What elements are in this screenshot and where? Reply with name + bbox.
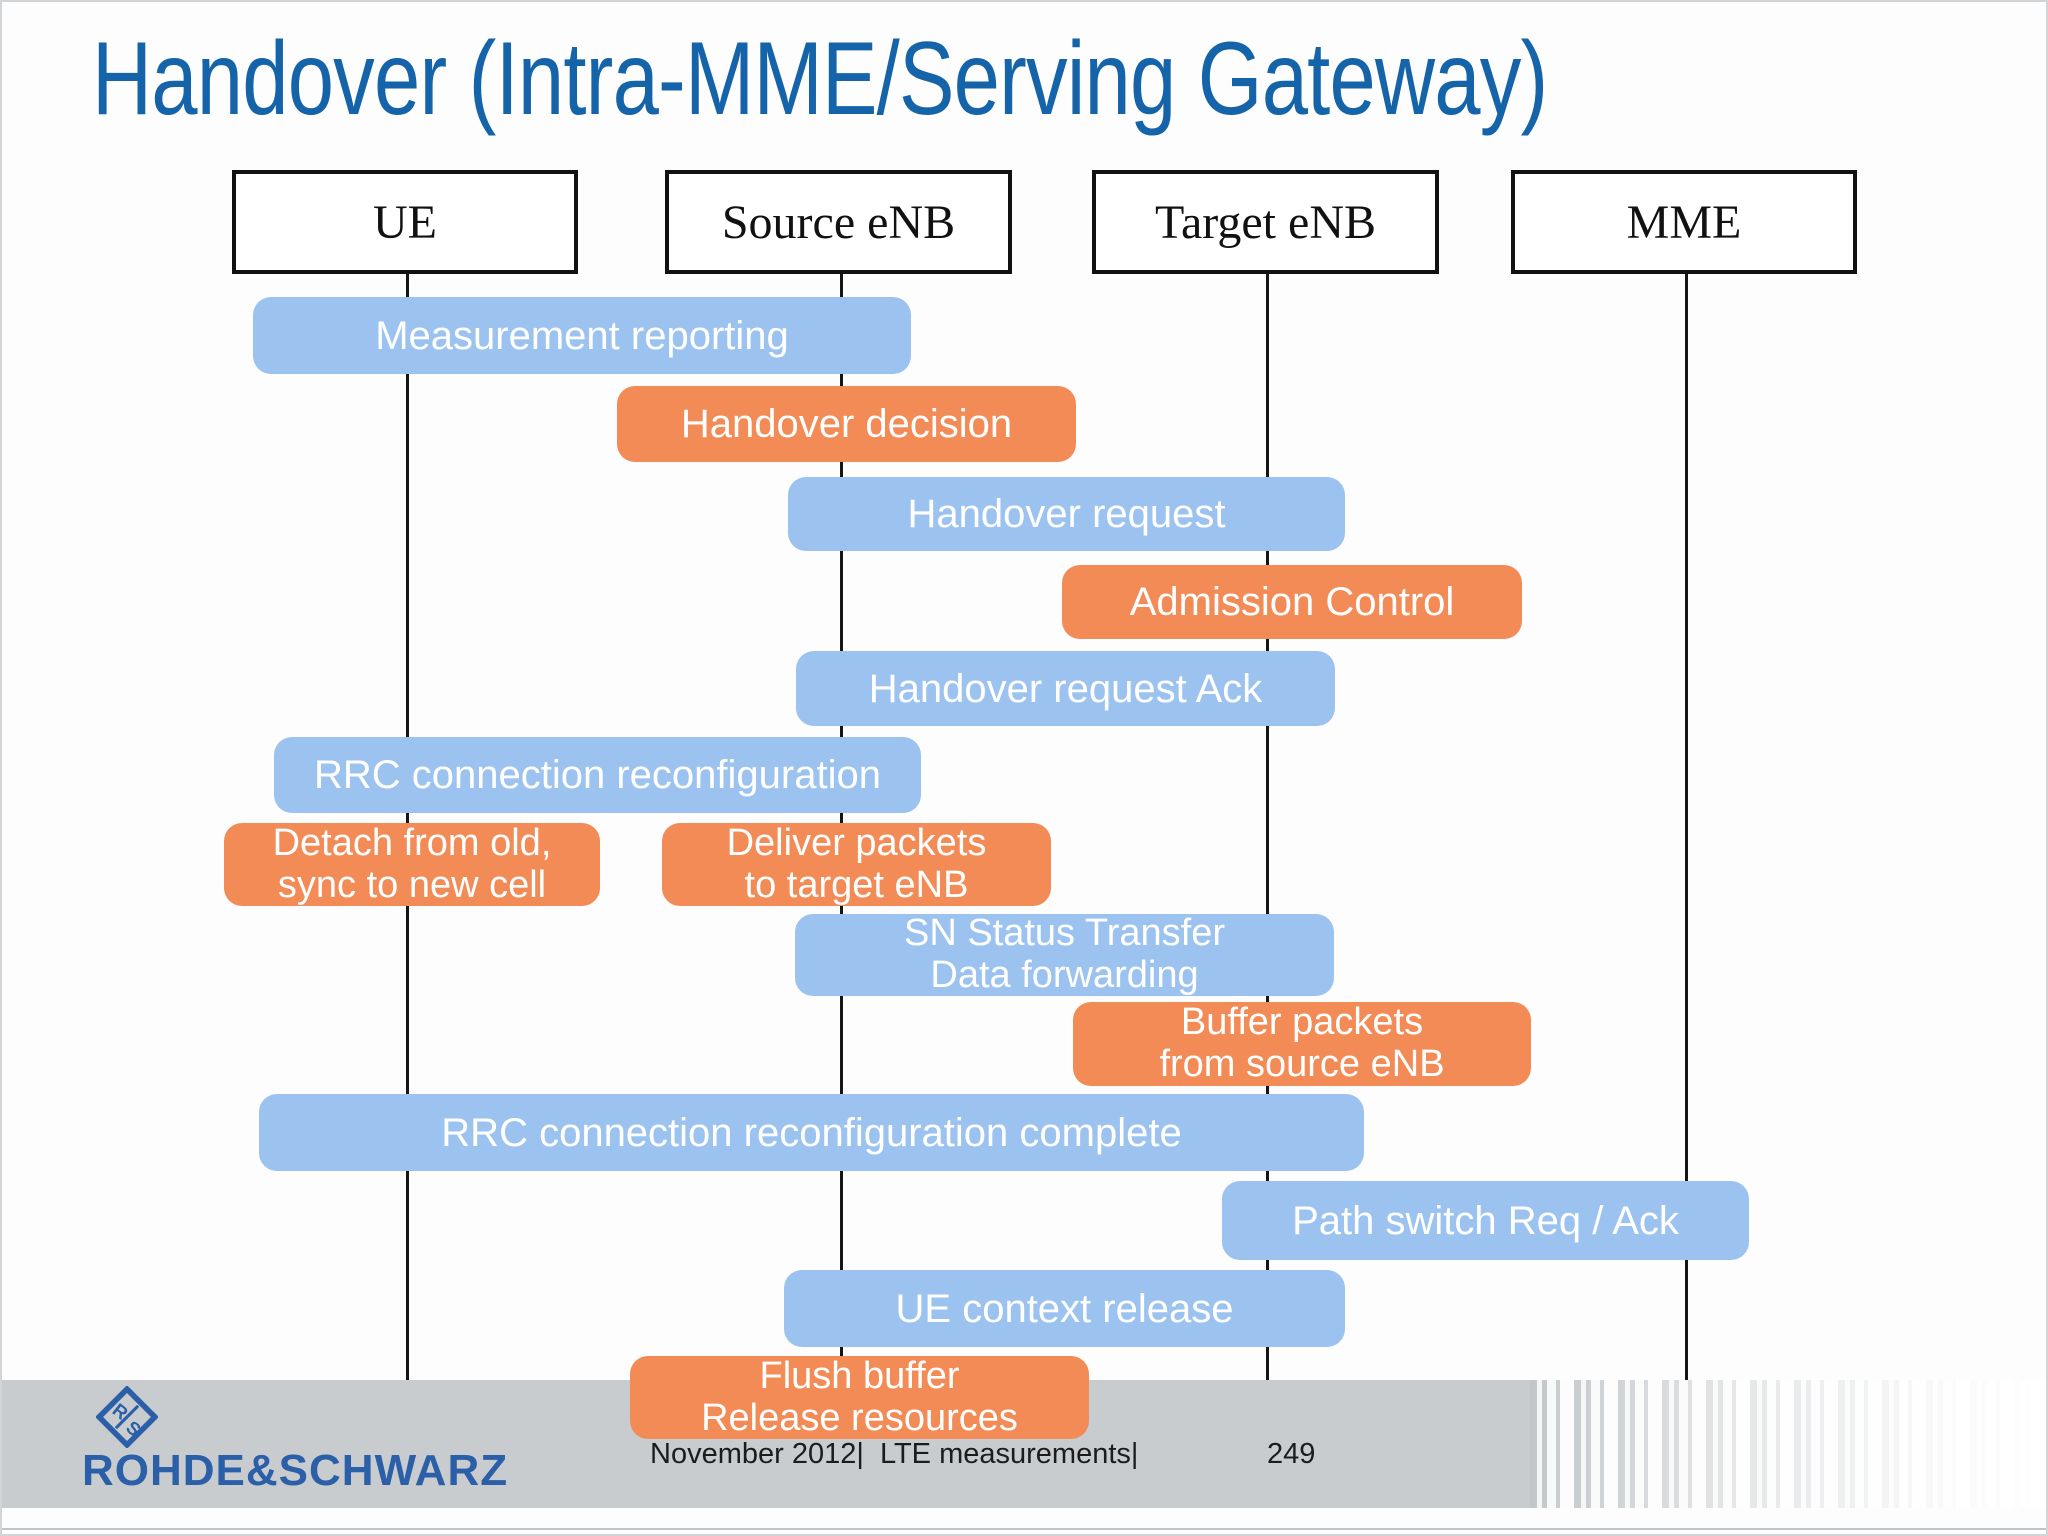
signal-box-ue-context-release: UE context release bbox=[784, 1270, 1345, 1347]
message-text-line: Data forwarding bbox=[930, 954, 1199, 996]
message-text-line: RRC connection reconfiguration bbox=[314, 753, 881, 797]
message-text-line: RRC connection reconfiguration complete bbox=[441, 1110, 1182, 1155]
action-box-handover-decision: Handover decision bbox=[617, 386, 1076, 462]
message-text-line: UE context release bbox=[895, 1286, 1234, 1331]
slide-bottom-rule bbox=[2, 1528, 2046, 1530]
actor-box-target-enb: Target eNB bbox=[1092, 170, 1439, 274]
signal-box-measurement-reporting: Measurement reporting bbox=[253, 297, 911, 374]
message-text-line: Measurement reporting bbox=[375, 313, 789, 358]
actor-box-source-enb: Source eNB bbox=[665, 170, 1012, 274]
rohde-schwarz-wordmark: ROHDE&SCHWARZ bbox=[82, 1446, 509, 1495]
message-text-line: Deliver packets bbox=[726, 821, 987, 864]
signal-box-path-switch-req-ack: Path switch Req / Ack bbox=[1222, 1181, 1749, 1260]
message-text-line: from source eNB bbox=[1159, 1043, 1445, 1085]
message-text-line: Buffer packets bbox=[1180, 1001, 1424, 1044]
message-text-line: sync to new cell bbox=[277, 863, 547, 906]
rohde-schwarz-logo: R S ROHDE&SCHWARZ bbox=[82, 1386, 508, 1496]
signal-box-handover-request: Handover request bbox=[788, 477, 1345, 551]
footer-info-text: November 2012| LTE measurements| bbox=[650, 1438, 1139, 1470]
lifeline-mme bbox=[1685, 272, 1688, 1380]
message-text-line: Handover request Ack bbox=[868, 666, 1263, 711]
message-text-line: Admission Control bbox=[1129, 580, 1455, 624]
actor-label: MME bbox=[1626, 195, 1742, 249]
message-text-line: Flush buffer bbox=[759, 1354, 960, 1397]
rohde-schwarz-diamond-icon: R S bbox=[96, 1386, 158, 1448]
message-text-line: Path switch Req / Ack bbox=[1292, 1198, 1679, 1243]
signal-box-handover-request-ack: Handover request Ack bbox=[796, 651, 1335, 726]
lifeline-target-enb bbox=[1266, 272, 1269, 1380]
action-box-admission-control: Admission Control bbox=[1062, 565, 1522, 639]
action-box-detach-from-old-sync-to-new-cell: Detach from old,sync to new cell bbox=[224, 821, 600, 906]
actor-label: UE bbox=[373, 195, 437, 249]
message-text-line: Detach from old, bbox=[272, 821, 552, 864]
actor-label: Source eNB bbox=[721, 195, 956, 249]
message-text-line: SN Status Transfer bbox=[903, 912, 1225, 955]
footer-stripe-pattern bbox=[1530, 1380, 2046, 1508]
actor-box-ue: UE bbox=[232, 170, 578, 274]
actor-box-mme: MME bbox=[1511, 170, 1857, 274]
slide-title: Handover (Intra-MME/Serving Gateway) bbox=[92, 21, 1548, 137]
footer-page-number: 249 bbox=[1267, 1438, 1316, 1470]
signal-box-rrc-connection-reconfiguration: RRC connection reconfiguration bbox=[274, 737, 921, 813]
signal-box-rrc-connection-reconfiguration-complete: RRC connection reconfiguration complete bbox=[259, 1094, 1364, 1171]
message-text-line: Release resources bbox=[701, 1396, 1018, 1439]
message-text-line: Handover request bbox=[907, 492, 1226, 536]
message-text-line: to target eNB bbox=[744, 863, 969, 906]
message-text-line: Handover decision bbox=[680, 402, 1013, 446]
actor-label: Target eNB bbox=[1154, 195, 1376, 249]
